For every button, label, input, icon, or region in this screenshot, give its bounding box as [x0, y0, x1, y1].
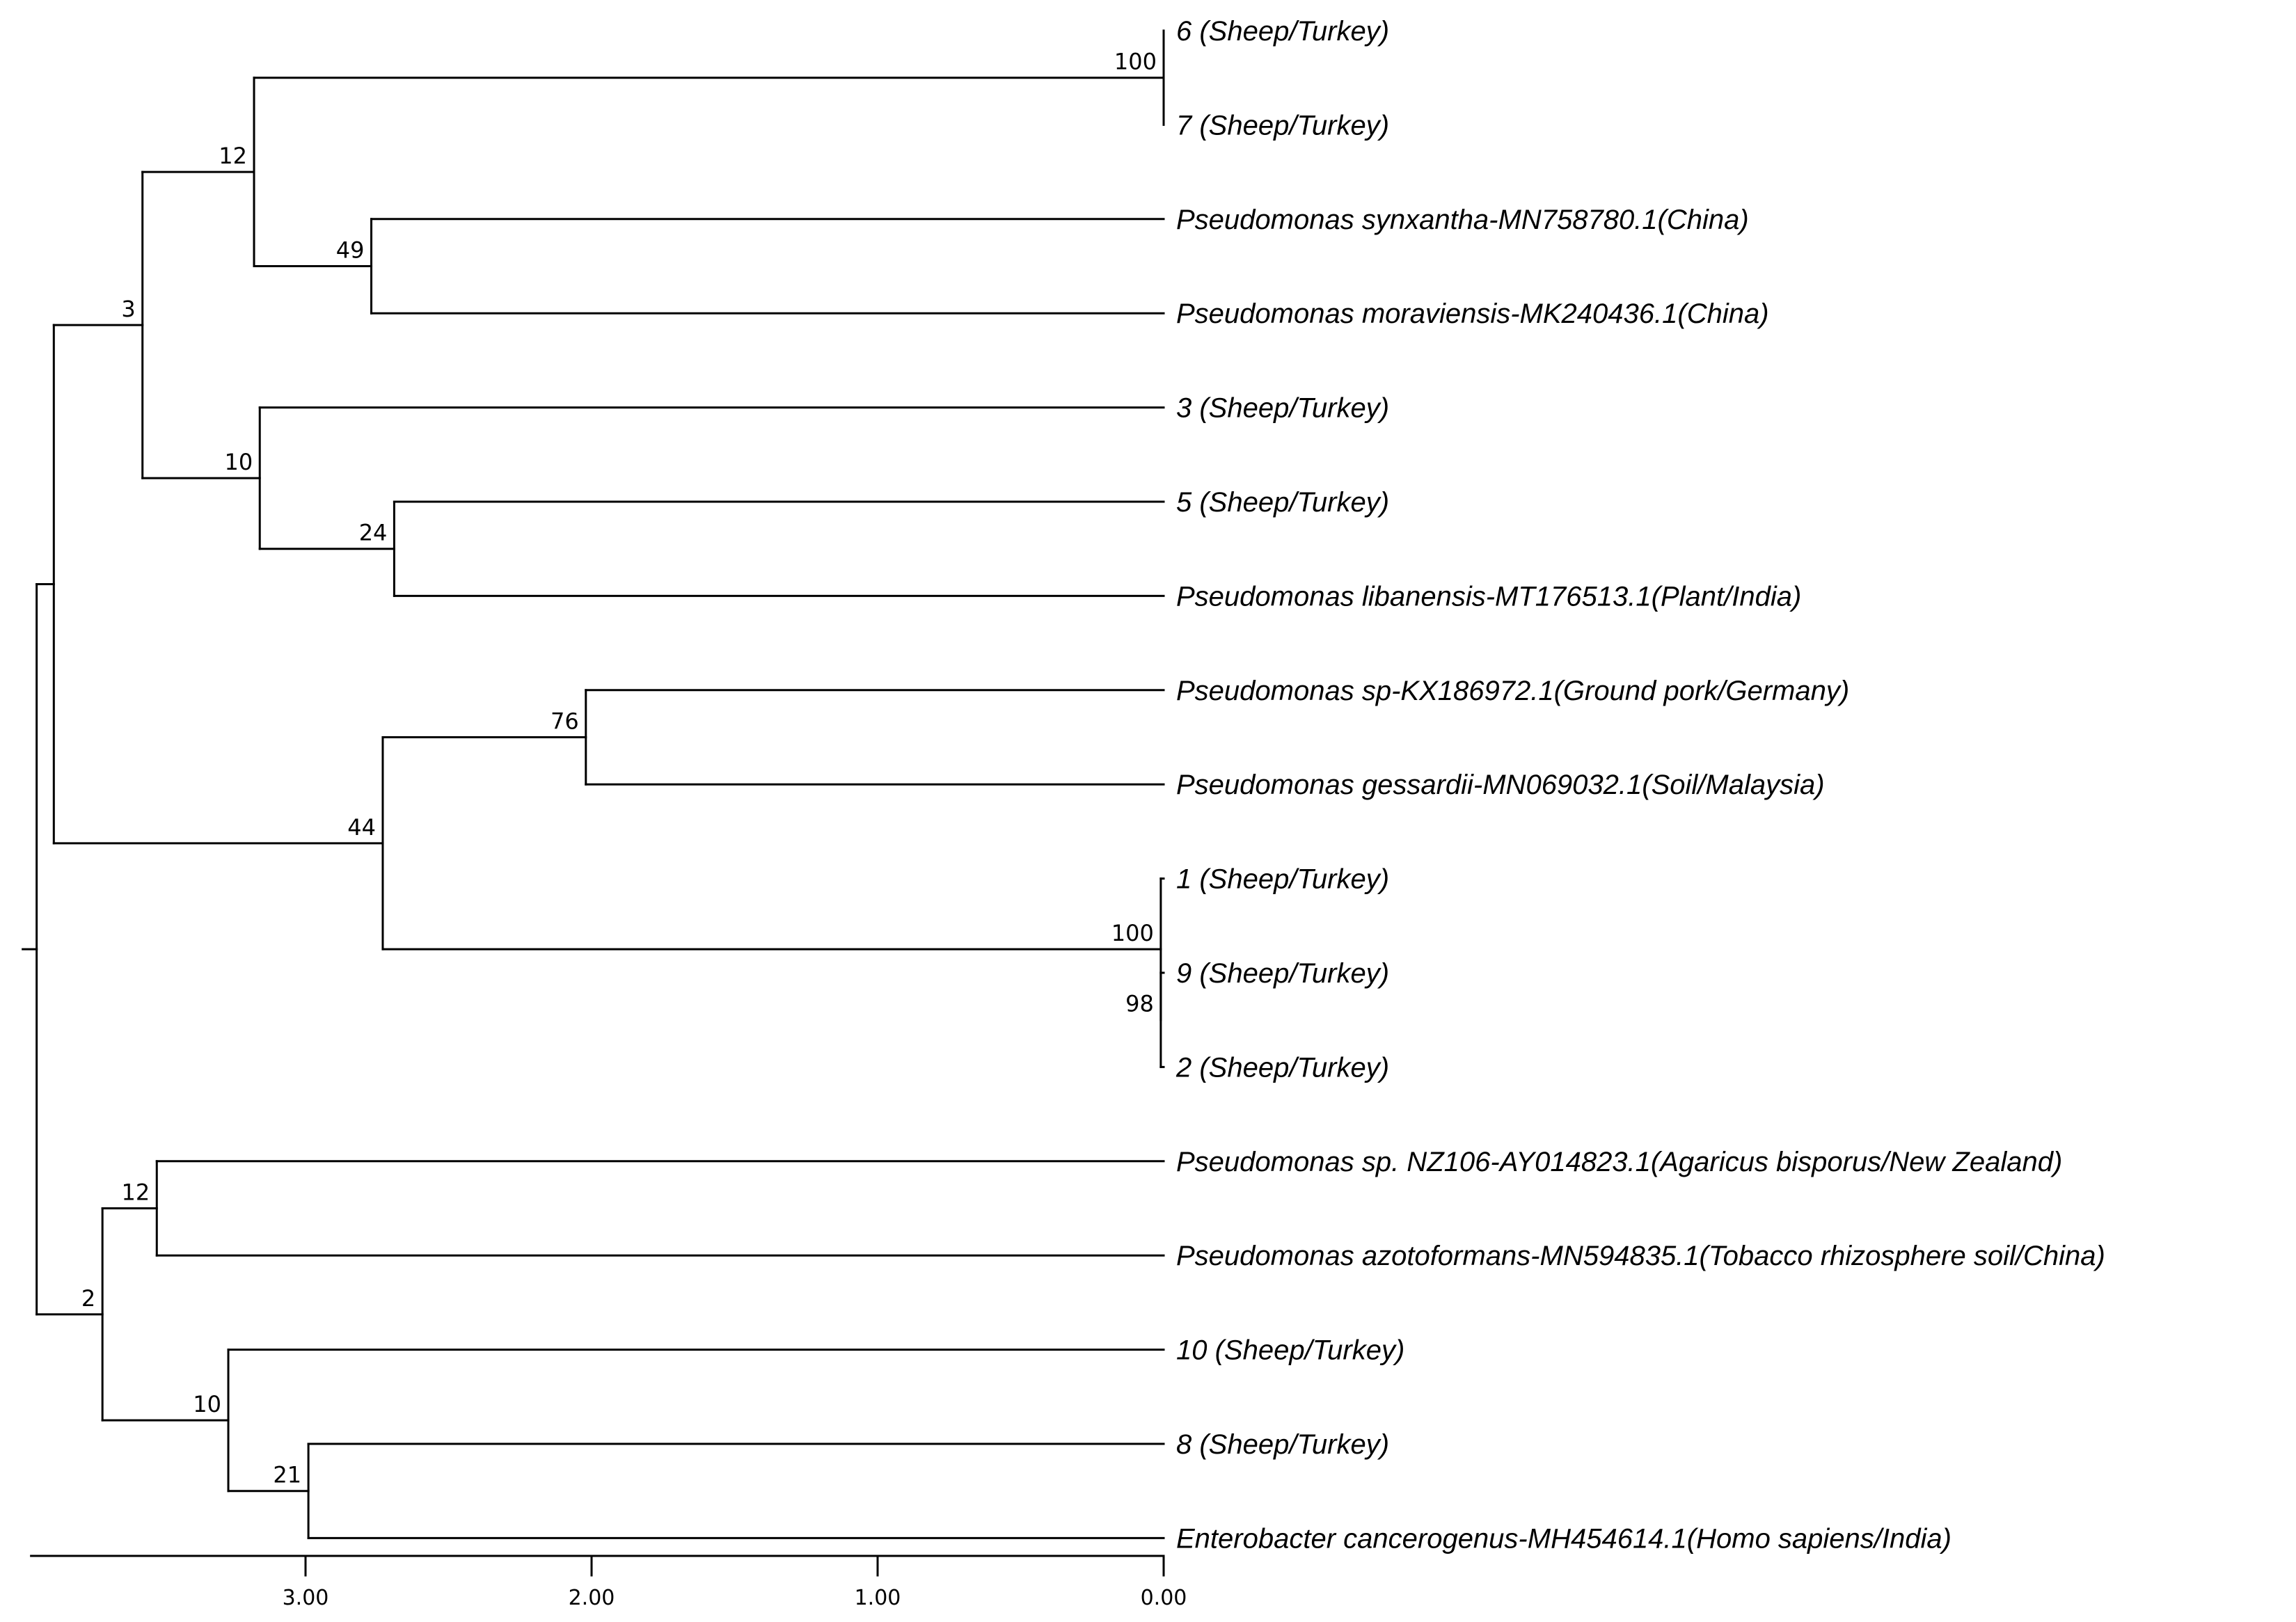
- support-value-n67: 100: [1114, 49, 1157, 75]
- leaf-label-L10: 10 (Sheep/Turkey): [1176, 1335, 1404, 1366]
- leaf-label-Pmor: Pseudomonas moraviensis-MK240436.1(China…: [1176, 299, 1769, 329]
- support-value-n44: 44: [347, 814, 376, 841]
- leaf-label-Pges: Pseudomonas gessardii-MN069032.1(Soil/Ma…: [1176, 770, 1825, 800]
- leaf-label-L6: 6 (Sheep/Turkey): [1176, 16, 1389, 47]
- scale-axis: 3.00 2.00 1.00 0.00: [30, 1555, 1187, 1610]
- support-value-n98: 98: [1125, 991, 1154, 1017]
- support-value-n21: 21: [273, 1462, 301, 1488]
- support-value-n3: 3: [121, 296, 135, 322]
- leaf-label-L9: 9 (Sheep/Turkey): [1176, 958, 1389, 989]
- leaf-label-L1: 1 (Sheep/Turkey): [1176, 864, 1389, 895]
- support-value-n100b: 100: [1111, 920, 1154, 946]
- support-value-n24: 24: [359, 520, 388, 546]
- leaf-labels: 6 (Sheep/Turkey) 7 (Sheep/Turkey) Pseudomo…: [1175, 16, 2105, 1554]
- support-values: 100 49 12 24 10 3 76 98 100 44 12 21 10 2: [81, 49, 1157, 1488]
- scale-tick-label-2.00: 2.00: [569, 1586, 615, 1610]
- leaf-label-L8: 8 (Sheep/Turkey): [1176, 1429, 1389, 1460]
- scale-tick-label-3.00: 3.00: [283, 1586, 329, 1610]
- support-value-n12b: 12: [122, 1179, 150, 1206]
- support-value-n76: 76: [551, 708, 579, 735]
- leaf-label-Pnz: Pseudomonas sp. NZ106-AY014823.1(Agaricu…: [1176, 1147, 2062, 1177]
- tree-branches: [22, 29, 1165, 1539]
- scale-tick-label-0.00: 0.00: [1141, 1586, 1187, 1610]
- support-value-n12a: 12: [219, 143, 247, 169]
- leaf-label-L7: 7 (Sheep/Turkey): [1176, 110, 1389, 141]
- leaf-label-Psp: Pseudomonas sp-KX186972.1(Ground pork/Ge…: [1176, 676, 1849, 706]
- support-value-n49: 49: [336, 237, 365, 264]
- leaf-label-Paz: Pseudomonas azotoformans-MN594835.1(Toba…: [1176, 1241, 2105, 1271]
- support-value-n2: 2: [81, 1285, 95, 1312]
- leaf-label-L5: 5 (Sheep/Turkey): [1176, 487, 1389, 518]
- leaf-label-Psyn: Pseudomonas synxantha-MN758780.1(China): [1176, 205, 1749, 235]
- support-value-n10a: 10: [225, 449, 253, 475]
- leaf-label-L2: 2 (Sheep/Turkey): [1175, 1052, 1389, 1083]
- leaf-label-Plib: Pseudomonas libanensis-MT176513.1(Plant/…: [1176, 581, 1801, 612]
- leaf-label-L3: 3 (Sheep/Turkey): [1176, 393, 1389, 424]
- leaf-label-Ecan: Enterobacter cancerogenus-MH454614.1(Hom…: [1176, 1523, 1951, 1554]
- scale-tick-label-1.00: 1.00: [855, 1586, 901, 1610]
- support-value-n10b: 10: [193, 1391, 221, 1417]
